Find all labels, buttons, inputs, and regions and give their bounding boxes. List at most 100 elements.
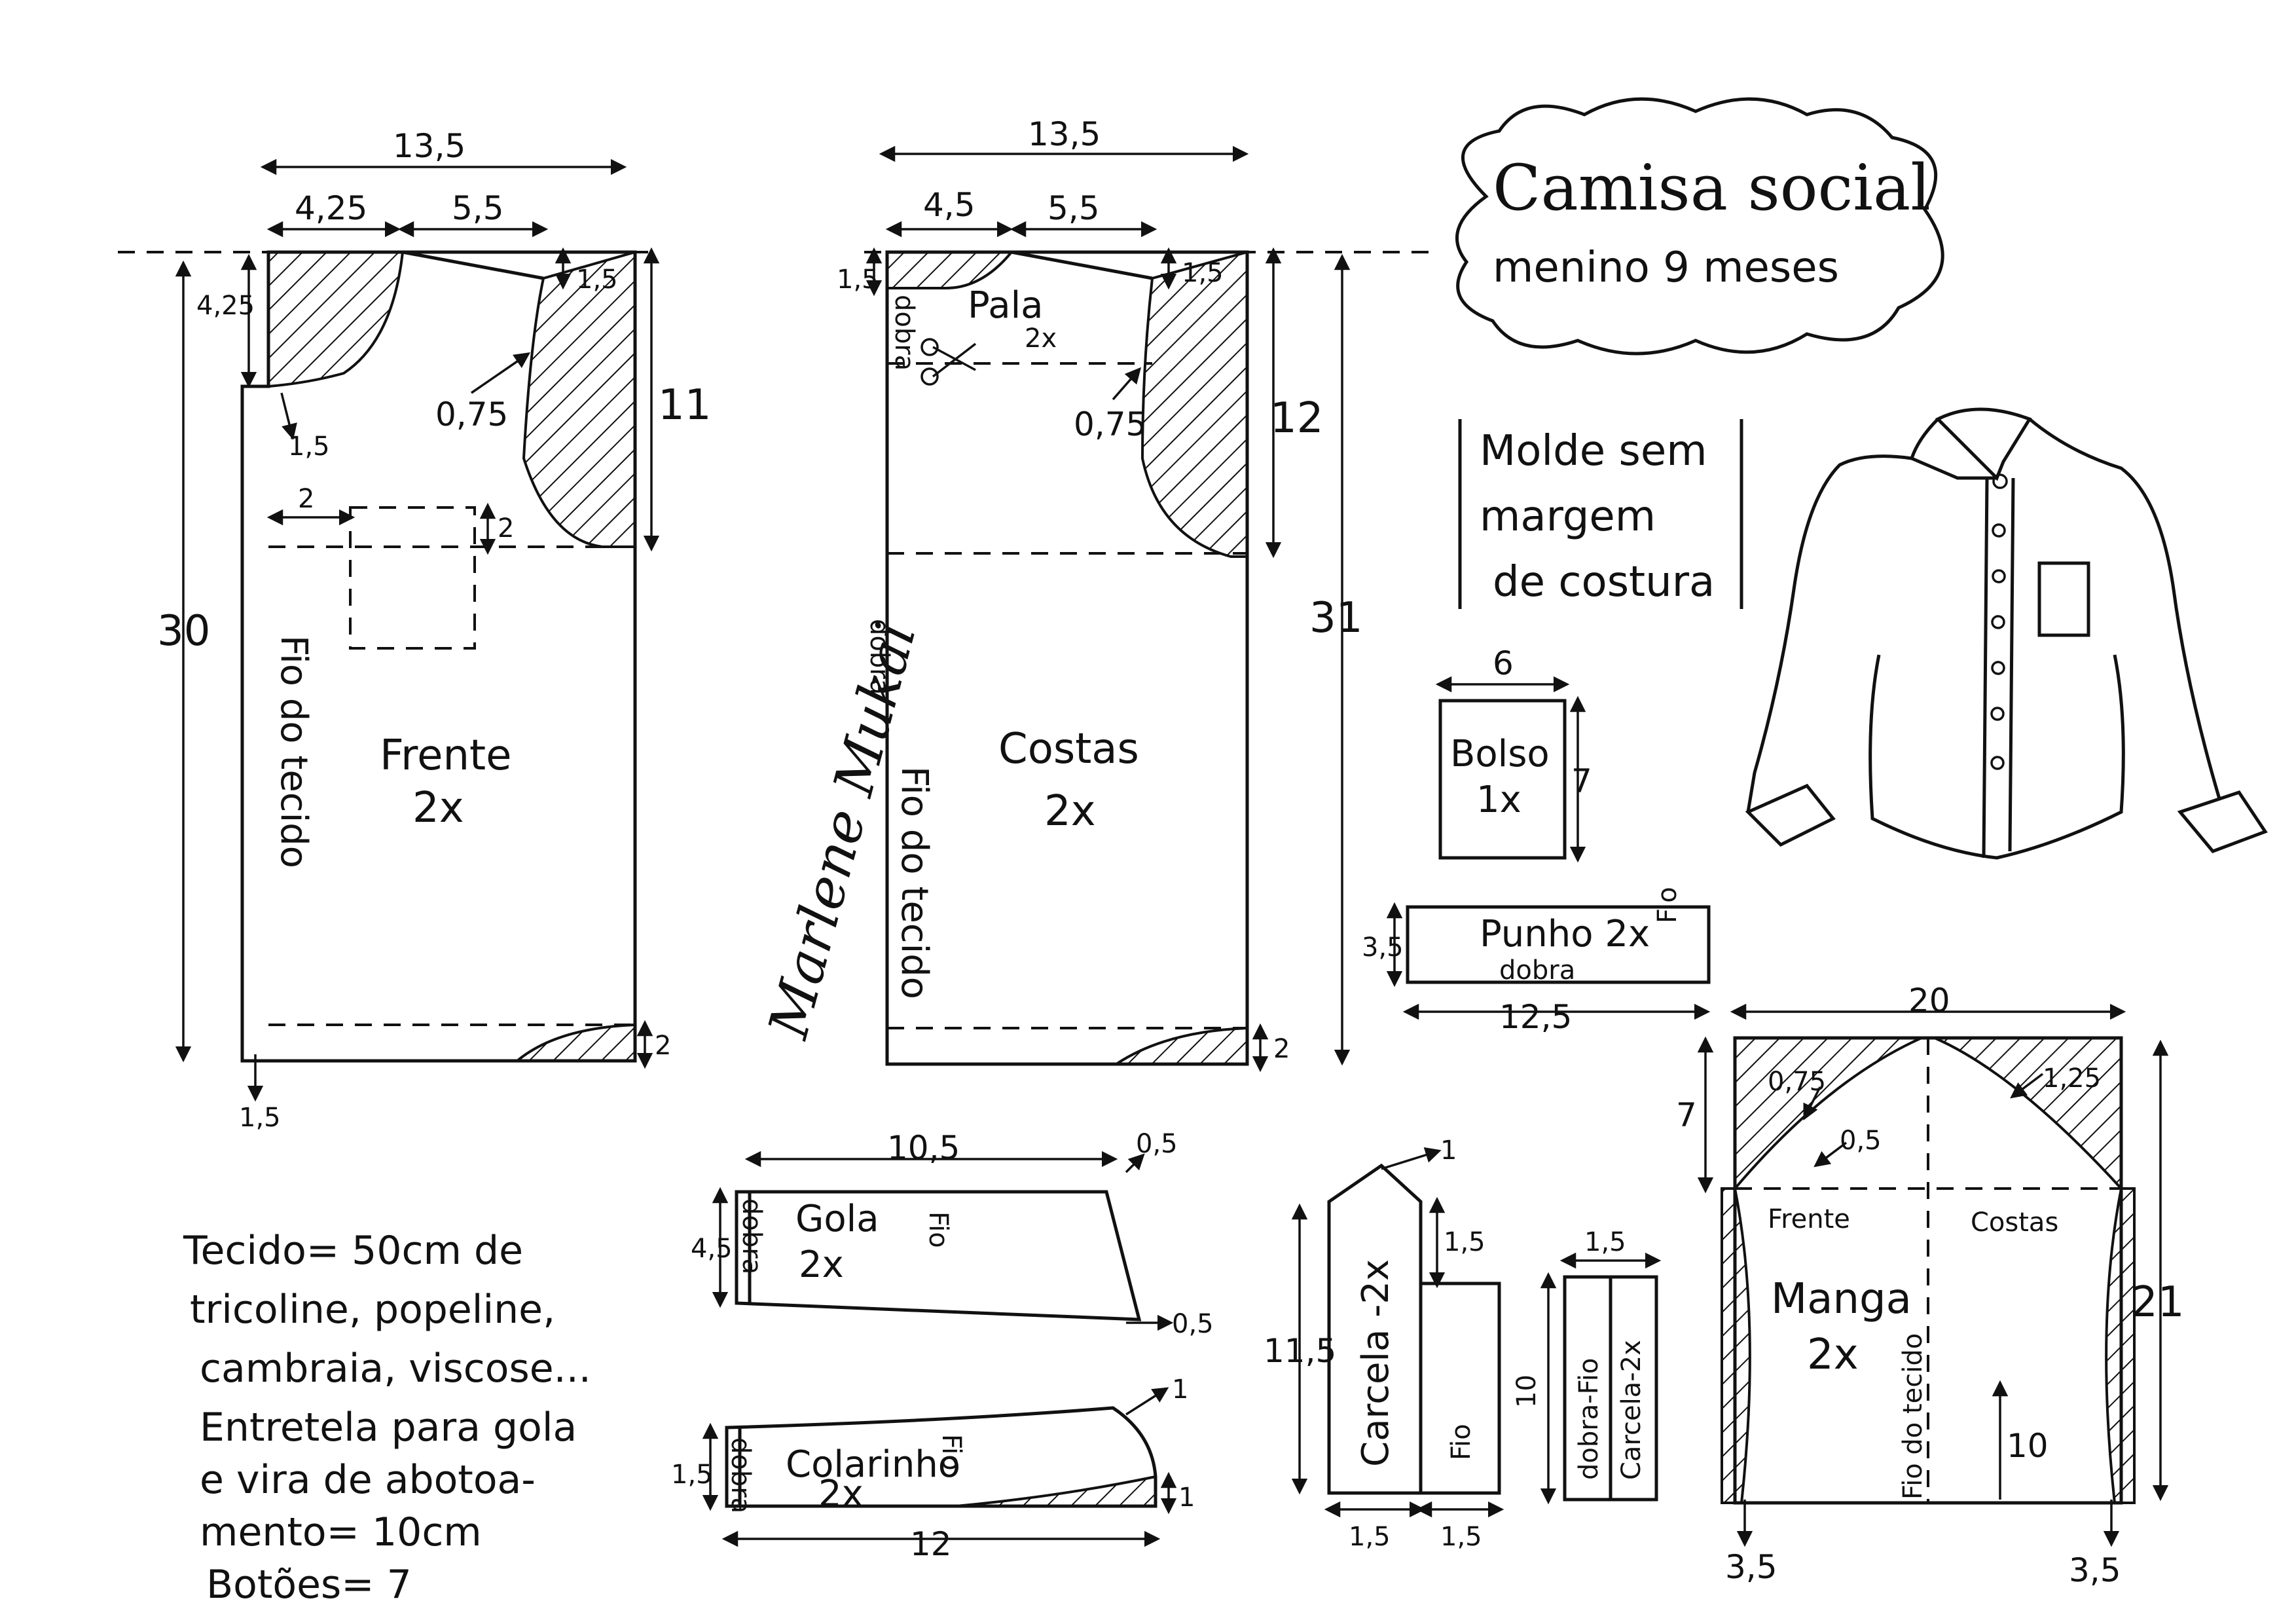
placket1-w1-label: 1,5 — [1349, 1522, 1391, 1552]
sleeve-c3-pointer — [1813, 1141, 1848, 1168]
back-hem-label: 2 — [1273, 1034, 1290, 1064]
placket1-tip-label: 1 — [1440, 1135, 1457, 1166]
sleeve-c2-pointer — [2010, 1073, 2044, 1099]
shirt-left-sleeve-top — [1746, 454, 1912, 813]
collar-stand-piece: 12 1,5 1 1 Colarinho 2x dobra Fio — [671, 1375, 1195, 1563]
front-neck-depth-label: 4,25 — [196, 291, 255, 321]
back-hem-hatch — [1112, 1026, 1248, 1065]
button-icon — [1992, 473, 2008, 489]
placket2-piece: 1,5 10 dobra-Fio Carcela-2x — [1512, 1227, 1662, 1505]
left-cuff — [1745, 783, 1836, 847]
front-armhole-curve-pointer — [471, 352, 531, 394]
collar-outline — [735, 1190, 1142, 1321]
placket2-fold-label: dobra-Fio — [1574, 1358, 1604, 1480]
button-icon — [1990, 707, 2005, 721]
collar-width-label: 10,5 — [887, 1129, 960, 1167]
back-length-label: 31 — [1309, 594, 1362, 642]
placket2-name: Carcela-2x — [1616, 1340, 1647, 1480]
back-armhole-hatch — [1140, 250, 1248, 558]
back-yoke-fold: dobra — [889, 295, 919, 371]
stand-drop-label: 1 — [1178, 1483, 1195, 1513]
front-neck-width-label: 4,25 — [295, 189, 367, 227]
front-shoulder-label: 5,5 — [452, 189, 504, 227]
materials-notes: Tecido= 50cm de tricoline, popeline, cam… — [183, 1228, 591, 1608]
collar-qty: 2x — [799, 1244, 844, 1286]
sleeve-qty: 2x — [1807, 1331, 1859, 1379]
materials-line3: cambraia, viscose... — [200, 1346, 591, 1392]
collar-piece: 10,5 4,5 0,5 0,5 Gola 2x dobra Fio — [691, 1129, 1214, 1339]
button-icon — [1991, 661, 2005, 675]
note-box-line2: margem — [1480, 492, 1656, 541]
note-box-line3: de costura — [1493, 558, 1715, 606]
sleeve-c2-label: 1,25 — [2043, 1063, 2101, 1094]
placket1-piece: 11,5 1 1,5 1,5 1,5 Carcela -2x Fio — [1264, 1135, 1504, 1552]
sleeve-taper-left-label: 3,5 — [1725, 1548, 1777, 1586]
collar-name: Gola — [795, 1198, 879, 1240]
shirt-body — [1868, 654, 2125, 860]
front-shoulder-line — [402, 250, 544, 280]
front-hem-hatch — [513, 1023, 636, 1062]
collar-height-label: 4,5 — [691, 1234, 733, 1264]
back-name: Costas — [998, 725, 1139, 773]
placket1-grain-label: Fio — [1446, 1424, 1476, 1460]
title-cloud-outline — [1455, 97, 1944, 356]
front-armhole-curve-label: 0,75 — [435, 396, 508, 434]
sleeve-c3-label: 0,5 — [1840, 1126, 1882, 1156]
shirt-illustration — [1745, 407, 2268, 860]
collar-left — [1909, 418, 1997, 480]
front-pocket-x-label: 2 — [298, 484, 314, 514]
collar-grain-label: Fio — [923, 1211, 953, 1248]
sleeve-c1-pointer — [1803, 1086, 1821, 1120]
back-shoulder-line — [1011, 250, 1153, 280]
pocket-piece: 6 7 Bolso 1x — [1435, 644, 1592, 863]
stand-width-label: 12 — [910, 1525, 952, 1563]
back-shoulder-drop-label: 1,5 — [1182, 258, 1224, 288]
front-piece: 13,5 4,25 5,5 4,25 1,5 1,5 0,75 11 2 2 3… — [118, 127, 711, 1133]
front-shoulder-drop-label: 1,5 — [576, 265, 618, 295]
front-hem-label: 2 — [655, 1031, 671, 1061]
sleeve-outline — [1733, 1036, 2123, 1505]
sleeve-back-label: Costas — [1971, 1208, 2058, 1238]
collar-tip2-label: 0,5 — [1172, 1309, 1214, 1339]
front-neck-hatch — [267, 251, 405, 388]
back-grain-label: Fio do tecido — [893, 766, 936, 999]
materials-line7: Botões= 7 — [206, 1562, 412, 1608]
cuff-name: Punho 2x — [1480, 913, 1650, 955]
cuff-outline — [1406, 905, 1711, 984]
materials-line6: mento= 10cm — [200, 1509, 482, 1555]
pocket-name: Bolso — [1450, 733, 1550, 775]
stand-outline — [725, 1406, 1157, 1508]
shirt-buttons — [1990, 473, 2008, 770]
back-neck-depth-label: 1,5 — [837, 265, 879, 295]
back-outline — [885, 250, 1249, 1066]
front-qty: 2x — [412, 784, 464, 832]
back-piece: 13,5 4,5 5,5 1,5 1,5 0,75 12 31 2 Pala 2… — [837, 115, 1434, 1073]
front-outline — [240, 250, 637, 1063]
button-icon — [1990, 756, 2005, 770]
sleeve-taper-right-label: 3,5 — [2069, 1551, 2121, 1589]
sleeve-piece: 20 7 0,75 1,25 0,5 21 10 3,5 3,5 Frente … — [1676, 982, 2184, 1589]
sleeve-slit-label: 10 — [2007, 1427, 2049, 1465]
cuff-grain-label: Fio — [1652, 887, 1683, 923]
front-neck-ext-pointer — [280, 392, 297, 440]
scissors-icon — [920, 338, 977, 386]
stand-name: Colarinho — [786, 1443, 960, 1486]
placket1-step-label: 1,5 — [1444, 1227, 1485, 1257]
sleeve-length-label: 21 — [2131, 1278, 2184, 1327]
pocket-outline — [1438, 699, 1567, 860]
stand-fold-label: dobra — [725, 1437, 756, 1513]
title-cloud: Camisa social menino 9 meses — [1455, 97, 1944, 356]
back-yoke-qty: 2x — [1025, 323, 1057, 354]
stand-grain-label: Fio — [936, 1434, 966, 1471]
front-name: Frente — [380, 731, 511, 780]
back-armhole-curve-label: 0,75 — [1074, 405, 1146, 443]
pocket-qty: 1x — [1476, 779, 1522, 821]
placket2-width-label: 1,5 — [1584, 1227, 1626, 1257]
sleeve-c1-label: 0,75 — [1768, 1067, 1826, 1097]
front-pocket-y-label: 2 — [498, 513, 514, 544]
stand-rise-label: 1 — [1172, 1375, 1188, 1405]
back-neck-width-label: 4,5 — [923, 186, 975, 224]
front-pocket-position — [349, 506, 476, 650]
back-armhole-height-label: 12 — [1270, 394, 1323, 443]
back-armhole-curve-pointer — [1112, 367, 1142, 401]
